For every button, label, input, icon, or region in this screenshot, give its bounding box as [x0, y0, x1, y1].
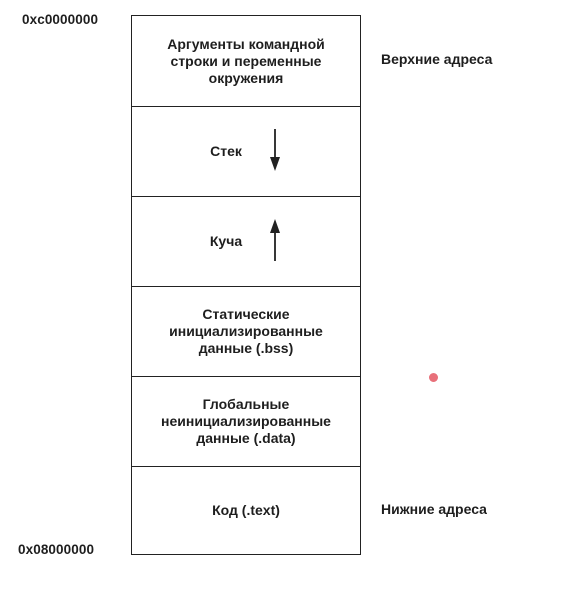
segment-bss: Статические инициализированные данные (.…	[132, 286, 360, 376]
segment-text-label: Код (.text)	[212, 501, 280, 518]
segment-bss-label: Статические инициализированные данные (.…	[169, 306, 323, 356]
segment-text: Код (.text)	[132, 466, 360, 553]
segment-heap: Куча	[132, 196, 360, 286]
arrow-down-icon	[268, 127, 282, 177]
segment-stack: Стек	[132, 106, 360, 196]
segment-stack-label: Стек	[210, 143, 242, 159]
segment-heap-label: Куча	[209, 233, 243, 249]
segment-data: Глобальные неинициализированные данные (…	[132, 376, 360, 466]
address-bottom: 0x08000000	[18, 542, 95, 557]
arrow-up-icon	[268, 217, 282, 267]
segment-data-label: Глобальные неинициализированные данные (…	[161, 396, 331, 446]
memory-layout-diagram: Аргументы командной строки и переменные …	[131, 15, 361, 555]
pointer-dot	[429, 373, 438, 382]
label-low-addresses: Нижние адреса	[381, 501, 487, 517]
label-high-addresses: Верхние адреса	[381, 51, 493, 67]
segment-args-env-label: Аргументы командной строки и переменные …	[167, 35, 325, 86]
segment-args-env: Аргументы командной строки и переменные …	[132, 16, 360, 106]
address-top: 0xc0000000	[22, 12, 99, 27]
